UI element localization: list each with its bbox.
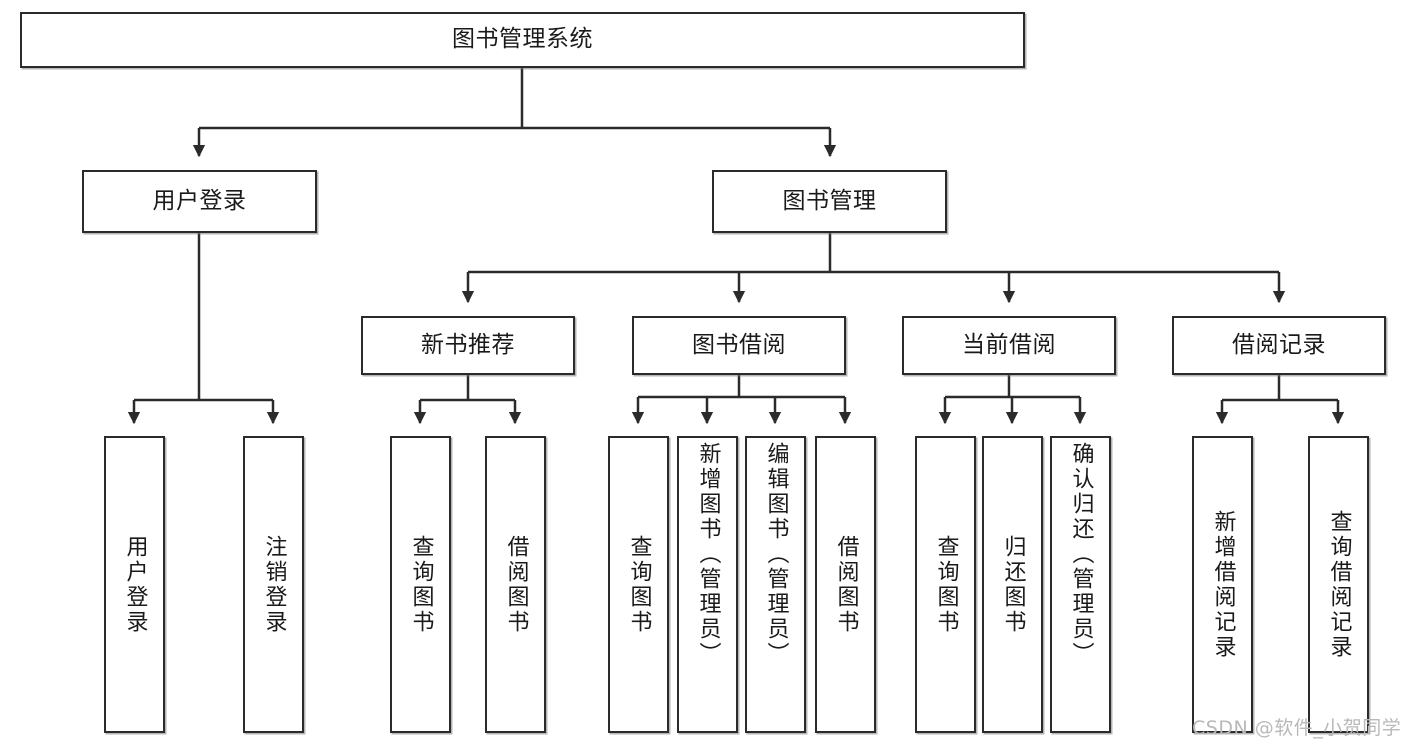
node-root-system[interactable]: 图书管理系统	[20, 12, 1025, 68]
leaf-current-confirm-return-admin[interactable]: 确认归还（管理员）	[1050, 436, 1111, 733]
node-label: 查询图书	[408, 534, 434, 635]
node-label: 查询图书	[626, 534, 652, 635]
leaf-borrow-add-book-admin[interactable]: 新增图书（管理员）	[677, 436, 738, 733]
node-borrow-records[interactable]: 借阅记录	[1172, 316, 1386, 375]
node-label: 图书管理	[782, 187, 877, 214]
node-user-login[interactable]: 用户登录	[82, 170, 317, 233]
node-label: 借阅图书	[503, 534, 529, 635]
node-label: 用户登录	[122, 534, 148, 635]
leaf-recommend-borrow-book[interactable]: 借阅图书	[485, 436, 546, 733]
node-label: 查询借阅记录	[1326, 509, 1352, 660]
node-label: 注销登录	[261, 534, 287, 635]
leaf-user-login-login[interactable]: 用户登录	[104, 436, 165, 733]
node-label: 借阅记录	[1232, 331, 1326, 358]
leaf-borrow-edit-book-admin[interactable]: 编辑图书（管理员）	[745, 436, 806, 733]
leaf-current-query-book[interactable]: 查询图书	[915, 436, 976, 733]
node-label: 用户登录	[152, 187, 247, 214]
node-label: 图书借阅	[692, 331, 786, 358]
node-current-borrow[interactable]: 当前借阅	[902, 316, 1116, 375]
node-new-book-recommend[interactable]: 新书推荐	[361, 316, 575, 375]
leaf-recommend-query-book[interactable]: 查询图书	[390, 436, 451, 733]
node-label: 确认归还（管理员）	[1068, 442, 1094, 667]
node-book-management[interactable]: 图书管理	[712, 170, 947, 233]
leaf-current-return-book[interactable]: 归还图书	[982, 436, 1043, 733]
node-label: 查询图书	[933, 534, 959, 635]
leaf-borrow-borrow-book[interactable]: 借阅图书	[815, 436, 876, 733]
node-label: 新增图书（管理员）	[695, 442, 721, 667]
leaf-borrow-query-book[interactable]: 查询图书	[608, 436, 669, 733]
node-label: 新增借阅记录	[1210, 509, 1236, 660]
node-book-borrow[interactable]: 图书借阅	[632, 316, 846, 375]
node-label: 归还图书	[1000, 534, 1026, 635]
leaf-user-login-logout[interactable]: 注销登录	[243, 436, 304, 733]
node-label: 借阅图书	[833, 534, 859, 635]
node-label: 新书推荐	[421, 331, 515, 358]
leaf-records-query-record[interactable]: 查询借阅记录	[1308, 436, 1369, 733]
node-label: 图书管理系统	[452, 26, 593, 53]
node-label: 当前借阅	[962, 331, 1056, 358]
node-label: 编辑图书（管理员）	[763, 442, 789, 667]
leaf-records-add-record[interactable]: 新增借阅记录	[1192, 436, 1253, 733]
